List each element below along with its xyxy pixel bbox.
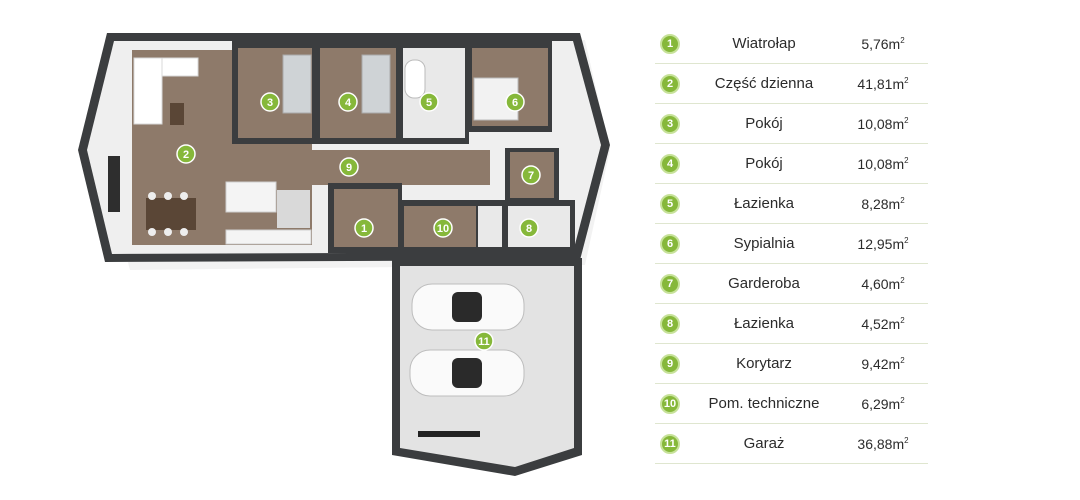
room-name: Pokój [745, 115, 783, 132]
room-badge-1: 1 [354, 218, 374, 238]
dining-chair [180, 228, 188, 236]
sofa-side [133, 57, 163, 125]
svg-text:3: 3 [267, 97, 273, 109]
room-badge-4: 4 [338, 92, 358, 112]
dining-chair [148, 192, 156, 200]
legend-row: 7 Garderoba 4,60m2 [655, 264, 928, 304]
legend-row: 3 Pokój 10,08m2 [655, 104, 928, 144]
svg-text:2: 2 [183, 149, 189, 161]
room-name: Część dzienna [714, 75, 814, 92]
room-name: Pokój [745, 155, 783, 172]
car-icon [411, 283, 525, 331]
room-area: 36,88m2 [857, 435, 909, 452]
room-badge-11: 11 [474, 331, 494, 351]
kitchen-rug [277, 190, 310, 228]
legend-row: 9 Korytarz 9,42m2 [655, 344, 928, 384]
room1-floor [334, 189, 398, 247]
kitchen-counter [225, 229, 312, 245]
floor-plan: 2 3 4 5 6 9 7 1 10 8 11 [78, 33, 610, 476]
room-area: 41,81m2 [857, 75, 909, 92]
room-area: 10,08m2 [857, 115, 909, 132]
room-name: Korytarz [736, 355, 792, 372]
kitchen-island [225, 181, 277, 213]
legend-row: 11 Garaż 36,88m2 [655, 424, 928, 464]
dining-table [146, 198, 196, 230]
room-badge-7: 7 [521, 165, 541, 185]
room-badge-8: 8 [519, 218, 539, 238]
legend-row: 8 Łazienka 4,52m2 [655, 304, 928, 344]
room-badge-2: 2 [176, 144, 196, 164]
room-name: Garderoba [728, 275, 800, 292]
room-area: 8,28m2 [861, 195, 905, 212]
corridor-floor [312, 150, 490, 185]
dining-chair [148, 228, 156, 236]
svg-text:1: 1 [361, 223, 367, 235]
room10-wash [478, 206, 502, 247]
room-number-badge: 1 [660, 33, 680, 54]
room-number-badge: 7 [660, 273, 680, 294]
dining-chair [164, 228, 172, 236]
room-legend: 1 Wiatrołap 5,76m2 2 Część dzienna 41,81m2 3… [655, 24, 928, 464]
legend-row: 6 Sypialnia 12,95m2 [655, 224, 928, 264]
room-area: 4,60m2 [861, 275, 905, 292]
legend-row: 1 Wiatrołap 5,76m2 [655, 24, 928, 64]
svg-text:4: 4 [345, 97, 352, 109]
room-badge-6: 6 [505, 92, 525, 112]
svg-text:6: 6 [512, 97, 518, 109]
living-window [108, 156, 120, 212]
room-badge-10: 10 [433, 218, 453, 238]
dining-chair [164, 192, 172, 200]
legend-row: 2 Część dzienna 41,81m2 [655, 64, 928, 104]
coffee-table [170, 103, 184, 125]
garage-door-slot [418, 431, 480, 437]
room-number-badge: 3 [660, 113, 680, 134]
room-name: Łazienka [733, 315, 795, 332]
svg-text:10: 10 [437, 223, 449, 235]
dining-chair [180, 192, 188, 200]
svg-text:5: 5 [426, 97, 432, 109]
room-number-badge: 11 [660, 433, 680, 454]
room4-bed [361, 54, 391, 114]
bathtub [404, 59, 426, 99]
room-badge-3: 3 [260, 92, 280, 112]
room-badge-5: 5 [419, 92, 439, 112]
room-area: 12,95m2 [857, 235, 909, 252]
room-area: 4,52m2 [861, 315, 905, 332]
room-number-badge: 2 [660, 73, 680, 94]
room-name: Łazienka [733, 195, 795, 212]
room-number-badge: 5 [660, 193, 680, 214]
room-area: 6,29m2 [861, 395, 905, 412]
room-area: 5,76m2 [861, 35, 905, 52]
room-name: Garaż [743, 435, 785, 452]
room-number-badge: 6 [660, 233, 680, 254]
room-name: Wiatrołap [732, 35, 796, 52]
room3-bed [282, 54, 312, 114]
room8-floor [508, 206, 570, 247]
room-number-badge: 9 [660, 353, 680, 374]
room-area: 9,42m2 [861, 355, 905, 372]
svg-text:7: 7 [528, 170, 534, 182]
svg-text:8: 8 [526, 223, 532, 235]
room-number-badge: 4 [660, 153, 680, 174]
svg-text:11: 11 [478, 336, 490, 348]
room-number-badge: 10 [660, 393, 680, 414]
legend-row: 10 Pom. techniczne 6,29m2 [655, 384, 928, 424]
legend-row: 5 Łazienka 8,28m2 [655, 184, 928, 224]
legend-row: 4 Pokój 10,08m2 [655, 144, 928, 184]
room-area: 10,08m2 [857, 155, 909, 172]
room-name: Pom. techniczne [708, 395, 820, 412]
room-badge-9: 9 [339, 157, 359, 177]
room-name: Sypialnia [733, 235, 795, 252]
room-number-badge: 8 [660, 313, 680, 334]
svg-text:9: 9 [346, 162, 352, 174]
car-icon [409, 349, 525, 397]
